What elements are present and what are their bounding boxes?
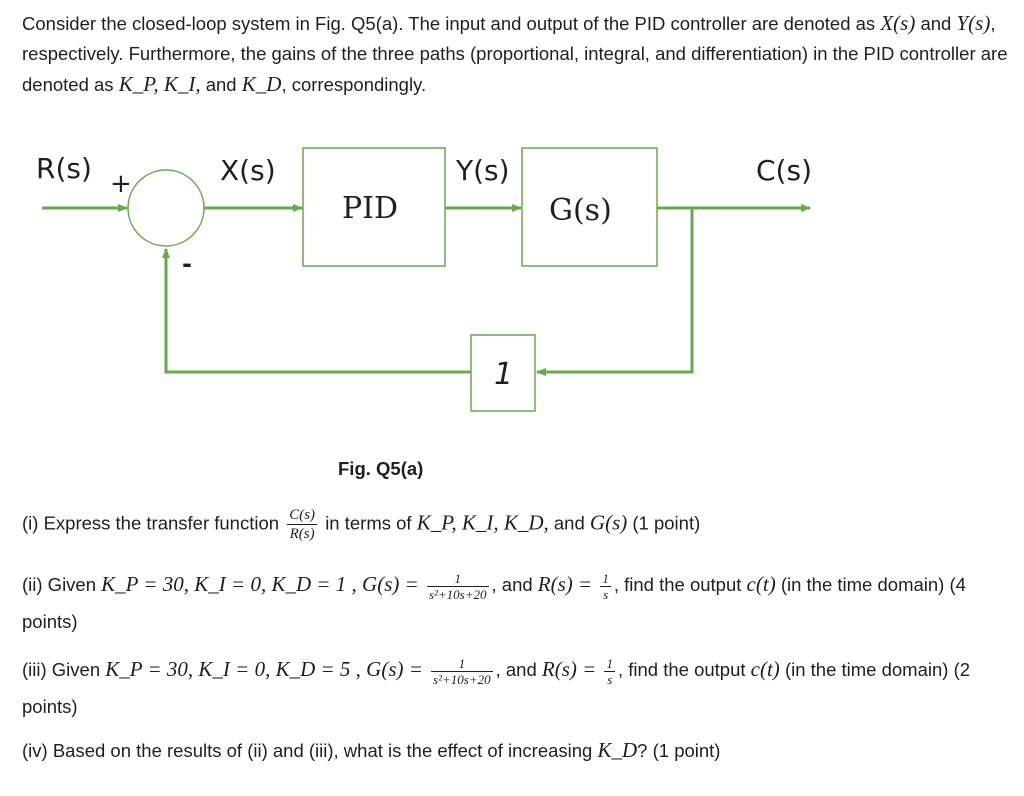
intro-paragraph: Consider the closed-loop system in Fig. … bbox=[22, 8, 1012, 100]
feedback-gain-label: 1 bbox=[494, 357, 513, 392]
block-diagram: R(s) + - X(s) PID Y(s) G(s) C(s) 1 bbox=[36, 147, 812, 412]
summing-junction bbox=[127, 169, 205, 247]
q2-r-eq: R(s) = bbox=[537, 572, 593, 596]
q2-r-numerator: 1 bbox=[600, 570, 611, 587]
question-2: (ii) Given K_P = 30, K_I = 0, K_D = 1 , … bbox=[22, 566, 1012, 640]
feedback-block bbox=[470, 334, 536, 412]
intro-text-5: , correspondingly. bbox=[281, 74, 427, 95]
x-label: X(s) bbox=[220, 154, 276, 187]
q3-post: , find the output bbox=[617, 659, 746, 680]
y-symbol: Y(s) bbox=[956, 11, 991, 35]
tf-denominator: R(s) bbox=[289, 526, 315, 542]
question-1: (i) Express the transfer function C(s)R(… bbox=[22, 506, 1012, 543]
q1-mid: in terms of bbox=[325, 512, 412, 534]
question-4: (iv) Based on the results of (ii) and (i… bbox=[22, 735, 1012, 766]
intro-text-4: and bbox=[205, 74, 237, 95]
q3-r-denominator: s bbox=[607, 671, 613, 687]
q4-kd: K_D bbox=[597, 738, 638, 762]
q2-r-denominator: s bbox=[603, 586, 609, 602]
q3-and: , and bbox=[495, 659, 537, 680]
q2-and: , and bbox=[491, 574, 533, 595]
q3-params: K_P = 30, K_I = 0, K_D = 5 , G(s) = bbox=[105, 657, 423, 681]
kd-symbol: K_D bbox=[241, 72, 282, 96]
question-3: (iii) Given K_P = 30, K_I = 0, K_D = 5 ,… bbox=[22, 651, 1012, 725]
pid-block bbox=[302, 147, 446, 267]
q1-gains: K_P, K_I, K_D, bbox=[416, 510, 549, 535]
plant-block bbox=[521, 147, 658, 267]
figure-caption: Fig. Q5(a) bbox=[338, 458, 424, 479]
q2-pre: (ii) Given bbox=[22, 574, 97, 595]
q3-g-numerator: 1 bbox=[431, 656, 493, 672]
q3-g-denominator: s²+10s+20 bbox=[433, 671, 491, 687]
q4-post: ? (1 point) bbox=[637, 740, 721, 761]
q1-g: G(s) bbox=[589, 510, 628, 535]
y-label: Y(s) bbox=[455, 154, 510, 187]
minus-sign: - bbox=[182, 250, 192, 278]
intro-text-2: and bbox=[920, 13, 952, 34]
x-symbol: X(s) bbox=[880, 11, 916, 35]
q3-r-eq: R(s) = bbox=[541, 657, 597, 681]
q3-r-numerator: 1 bbox=[604, 655, 615, 672]
q4-pre: (iv) Based on the results of (ii) and (i… bbox=[22, 740, 593, 761]
q3-c: c(t) bbox=[750, 657, 780, 681]
feedback-path-out bbox=[162, 248, 471, 374]
q2-c: c(t) bbox=[746, 572, 776, 596]
q1-post: (1 point) bbox=[632, 512, 701, 534]
r-label: R(s) bbox=[36, 152, 92, 185]
q2-params: K_P = 30, K_I = 0, K_D = 1 , G(s) = bbox=[101, 572, 419, 596]
intro-text-3: , respectively. Furthermore, the gains o… bbox=[22, 13, 1008, 95]
intro-text-1: Consider the closed-loop system in Fig. … bbox=[22, 13, 876, 34]
q2-g-denominator: s²+10s+20 bbox=[428, 586, 487, 602]
plus-sign: + bbox=[110, 169, 132, 199]
q1-and: and bbox=[553, 512, 585, 534]
q2-tail: (in the time domain) (4 points) bbox=[22, 574, 966, 632]
q3-pre: (iii) Given bbox=[22, 659, 101, 680]
g-label: G(s) bbox=[549, 193, 612, 228]
q2-g-numerator: 1 bbox=[426, 571, 489, 587]
pid-label: PID bbox=[342, 191, 398, 226]
q3-tail: (in the time domain) (2 points) bbox=[22, 659, 971, 717]
gains-symbols: K_P, K_I, bbox=[118, 72, 201, 96]
tf-numerator: C(s) bbox=[287, 507, 318, 525]
q1-pre: (i) Express the transfer function bbox=[22, 512, 280, 534]
c-label: C(s) bbox=[756, 154, 812, 187]
q2-post: , find the output bbox=[613, 574, 742, 595]
transfer-function-fraction: C(s)R(s) bbox=[287, 506, 318, 543]
feedback-path-in bbox=[536, 208, 694, 376]
